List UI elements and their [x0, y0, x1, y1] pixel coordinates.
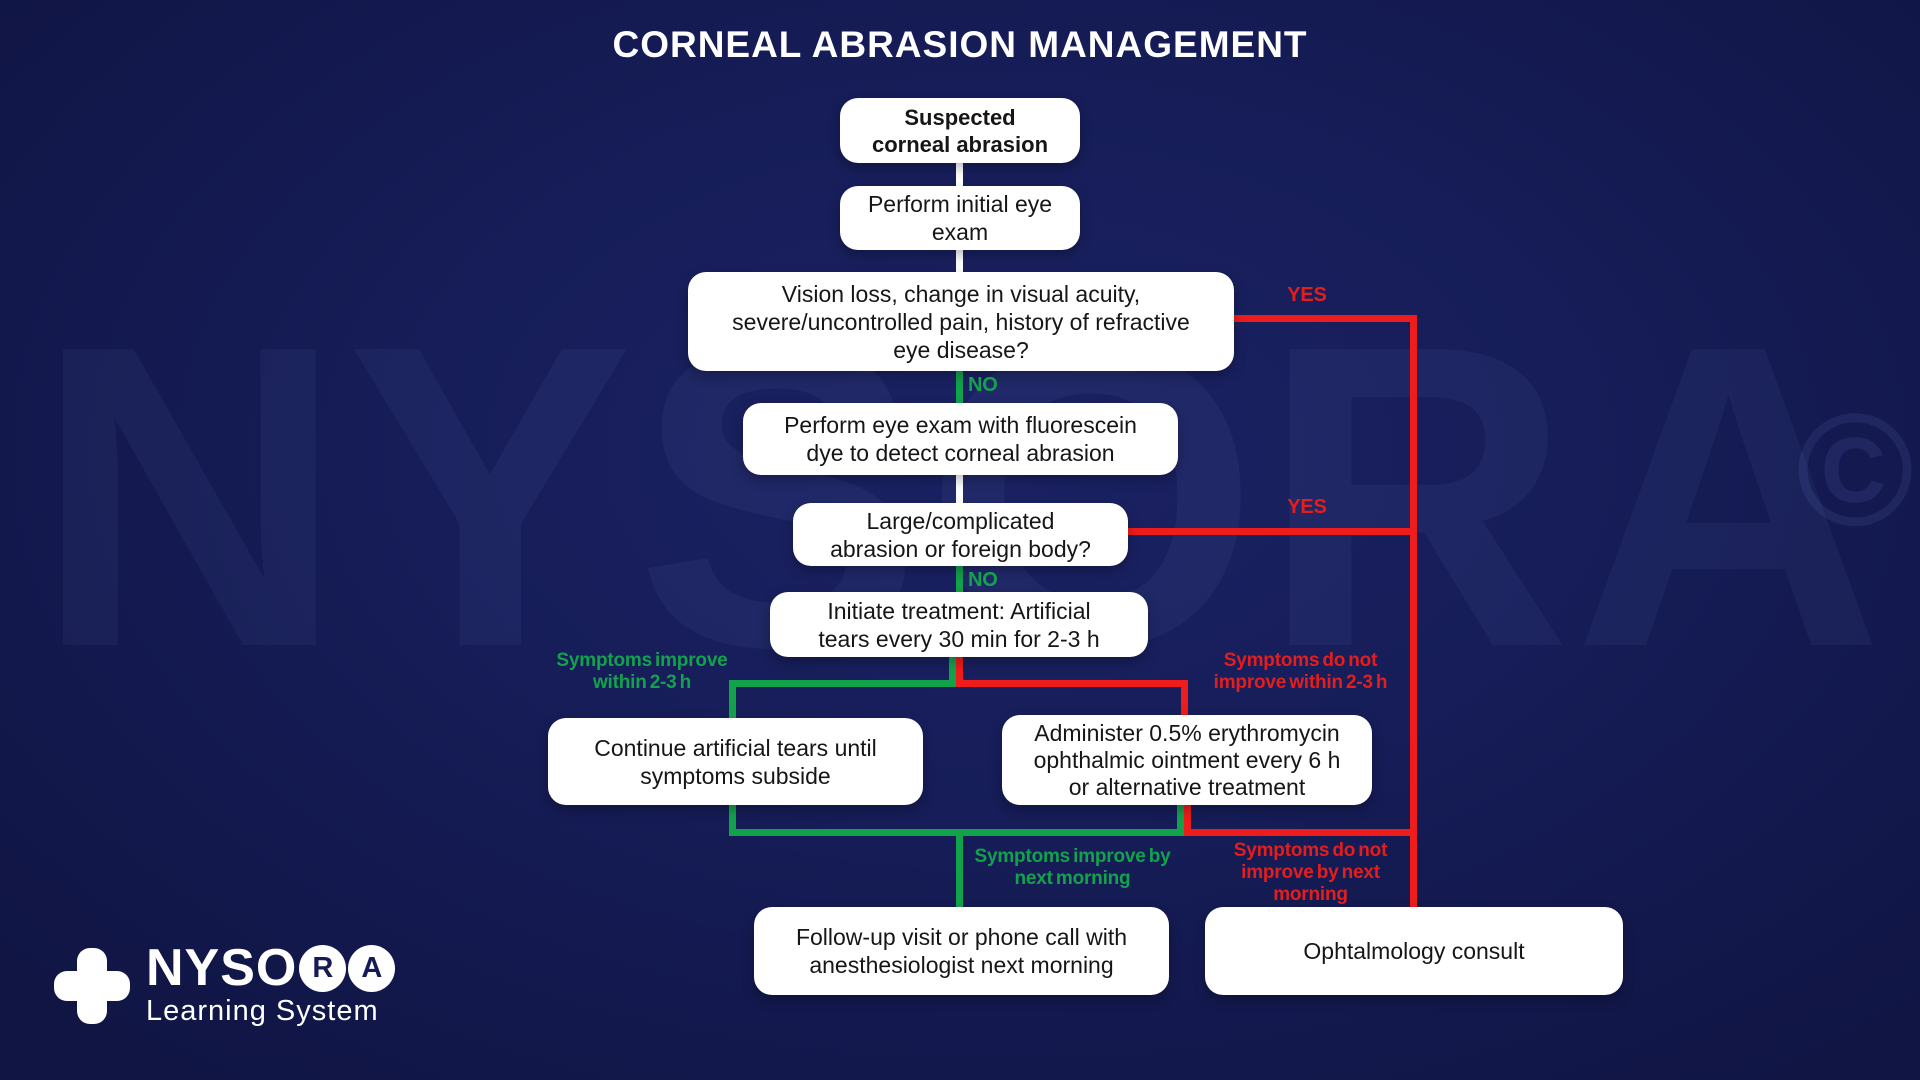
node-perform-initial-eye-exam: Perform initial eye exam: [840, 186, 1080, 250]
node-administer-erythromycin: Administer 0.5% erythromycin ophthalmic …: [1002, 715, 1372, 805]
label-no-2: NO: [968, 569, 998, 591]
logo-circle-r: R: [299, 944, 347, 992]
node-large-complicated-decision: Large/complicated abrasion or foreign bo…: [793, 503, 1128, 566]
edge-initial-to-visionloss: [956, 248, 963, 276]
edge-green-branch-horizontal: [729, 680, 956, 687]
label-yes-1: YES: [1287, 284, 1327, 306]
nysora-logo: NYSO R A Learning System: [52, 939, 396, 1028]
label-symptoms-not-improve-2-3h: Symptoms do not improve within 2-3 h: [1213, 650, 1388, 693]
node-suspected-corneal-abrasion: Suspected corneal abrasion: [840, 98, 1080, 163]
label-no-1: NO: [968, 374, 998, 396]
label-symptoms-not-improve-morning: Symptoms do not improve by next morning: [1233, 840, 1388, 905]
node-initiate-treatment: Initiate treatment: Artificial tears eve…: [770, 592, 1148, 657]
edge-red-branch-horizontal: [956, 680, 1188, 687]
edge-fluorescein-to-large: [956, 473, 963, 506]
node-followup-visit: Follow-up visit or phone call with anest…: [754, 907, 1169, 995]
edge-green-under-administer: [1177, 801, 1184, 836]
edge-yes1-horizontal: [1234, 315, 1417, 322]
edge-no-to-initiate: [956, 564, 963, 595]
label-symptoms-improve-morning: Symptoms improve by next morning: [974, 846, 1171, 889]
edge-initiate-green-split: [949, 655, 956, 687]
logo-subtitle: Learning System: [146, 995, 379, 1027]
edge-initiate-red-split: [956, 655, 963, 687]
plus-icon: [52, 946, 132, 1026]
edge-no-to-fluorescein: [956, 369, 963, 407]
node-ophthalmology-consult: Ophtalmology consult: [1205, 907, 1623, 995]
edge-red-main-vertical: [1410, 315, 1417, 909]
edge-red-under-administer: [1184, 801, 1191, 836]
node-vision-loss-decision: Vision loss, change in visual acuity, se…: [688, 272, 1234, 371]
edge-green-to-followup: [956, 829, 963, 909]
edge-green-elbow-to-continue: [729, 680, 736, 722]
edge-yes2-horizontal: [1128, 528, 1417, 535]
page-title: CORNEAL ABRASION MANAGEMENT: [612, 24, 1308, 65]
node-fluorescein-exam: Perform eye exam with fluorescein dye to…: [743, 403, 1178, 475]
edge-red-elbow-to-administer: [1181, 680, 1188, 718]
label-yes-2: YES: [1287, 496, 1327, 518]
node-continue-artificial-tears: Continue artificial tears until symptoms…: [548, 718, 923, 805]
label-symptoms-improve-2-3h: Symptoms improve within 2-3 h: [556, 650, 728, 693]
logo-brand-text: NYSO: [146, 939, 298, 997]
edge-continue-output: [729, 801, 736, 836]
copyright-watermark-icon: ©: [1796, 380, 1914, 559]
edge-suspected-to-initial: [956, 160, 963, 190]
edge-red-collector-horizontal: [1184, 829, 1417, 836]
logo-circle-a: A: [348, 944, 396, 992]
